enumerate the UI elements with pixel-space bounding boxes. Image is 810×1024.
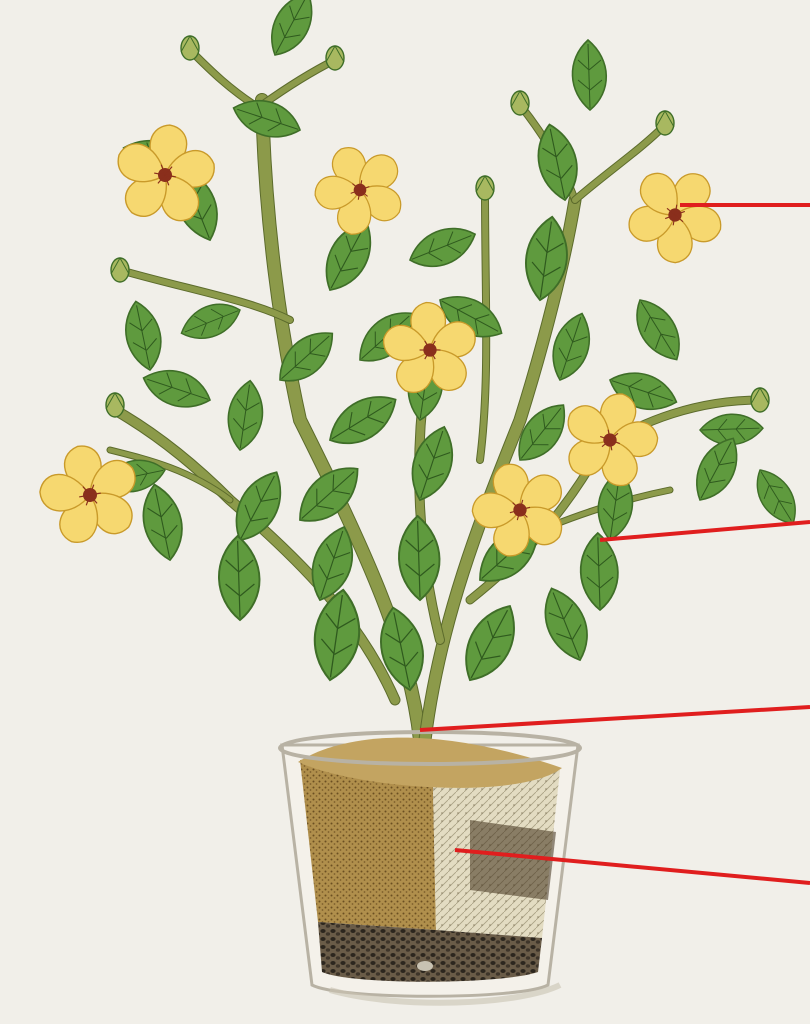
flower-bud: [511, 91, 529, 115]
flower-bud: [476, 176, 494, 200]
drainage-hole: [417, 961, 433, 971]
flower-bud: [656, 111, 674, 135]
flower-bud: [181, 36, 199, 60]
flower-bud: [751, 388, 769, 412]
flower-bud: [326, 46, 344, 70]
flower-bud: [106, 393, 124, 417]
flower-pot: [280, 732, 580, 1003]
flower-bud: [111, 258, 129, 282]
